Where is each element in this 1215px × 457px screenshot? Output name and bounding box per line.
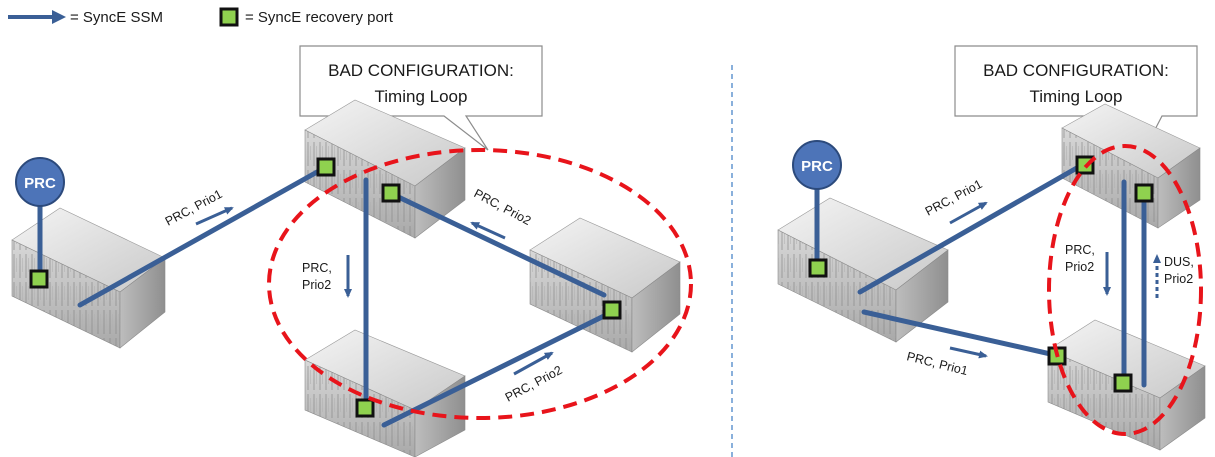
switch-bottom — [304, 329, 466, 457]
label-prc-to-bottom: PRC, Prio1 — [905, 349, 969, 378]
left-ssm-arrows — [195, 206, 554, 376]
port-bottom — [355, 398, 375, 418]
right-diagram: BAD CONFIGURATION: Timing Loop — [777, 45, 1206, 451]
legend: = SyncE SSM = SyncE recovery port — [8, 7, 394, 27]
arrow-right-to-top — [470, 221, 506, 240]
port-top-a — [316, 157, 336, 177]
label-prc-to-top: PRC, Prio1 — [163, 187, 225, 229]
legend-recovery-port-text: = SyncE recovery port — [245, 9, 394, 26]
arrow-prc-to-top — [949, 201, 988, 225]
port-right-top-b — [1134, 183, 1154, 203]
link-bottom-to-right — [381, 309, 615, 428]
left-links — [77, 164, 615, 428]
left-diagram: BAD CONFIGURATION: Timing Loop — [11, 45, 693, 457]
switch-top — [304, 99, 466, 239]
right-prc-node: PRC — [792, 140, 842, 190]
label-right-to-top: PRC, Prio2 — [472, 186, 534, 228]
port-right — [602, 300, 622, 320]
switch-right — [529, 217, 681, 353]
right-callout-line1: BAD CONFIGURATION: — [983, 61, 1169, 80]
left-callout-line1: BAD CONFIGURATION: — [328, 61, 514, 80]
arrow-bottom-to-right — [513, 351, 554, 376]
left-prc-label: PRC — [24, 175, 56, 192]
arrow-prc-to-bottom — [949, 346, 988, 359]
port-right-bottom-b — [1113, 373, 1133, 393]
left-prc-node: PRC — [15, 157, 65, 207]
label-up-line2: Prio2 — [1164, 272, 1193, 286]
label-bottom-to-right: PRC, Prio2 — [503, 363, 565, 405]
left-timing-loop — [267, 148, 693, 420]
link-prc-to-bottom — [861, 309, 1058, 358]
link-top-to-right — [387, 190, 607, 298]
label-top-to-bottom-line1: PRC, — [302, 261, 332, 275]
switch-right-prc — [777, 197, 949, 343]
left-callout-line2: Timing Loop — [375, 87, 468, 106]
label-top-to-bottom-line2: Prio2 — [302, 278, 331, 292]
switch-right-top — [1061, 103, 1201, 229]
ssm-arrow-icon — [8, 10, 66, 24]
right-ssm-arrows — [949, 201, 1161, 359]
label-down-line1: PRC, — [1065, 243, 1095, 257]
left-callout: BAD CONFIGURATION: Timing Loop — [299, 45, 543, 151]
recovery-port-icon — [219, 7, 239, 27]
legend-ssm-text: = SyncE SSM — [70, 9, 163, 26]
label-up-line1: DUS, — [1164, 255, 1194, 269]
right-prc-label: PRC — [801, 158, 833, 175]
link-prc-to-top — [857, 162, 1085, 295]
right-links — [857, 162, 1147, 388]
right-timing-loop — [1047, 144, 1203, 436]
right-callout-line2: Timing Loop — [1030, 87, 1123, 106]
label-down-line2: Prio2 — [1065, 260, 1094, 274]
arrow-prc-to-top — [195, 206, 234, 226]
port-top-b — [381, 183, 401, 203]
link-prc-to-top — [77, 164, 329, 308]
port-right-prc — [808, 258, 828, 278]
port-left-prc — [29, 269, 49, 289]
label-prc-to-top: PRC, Prio1 — [923, 177, 985, 219]
switch-right-bottom — [1047, 319, 1206, 451]
